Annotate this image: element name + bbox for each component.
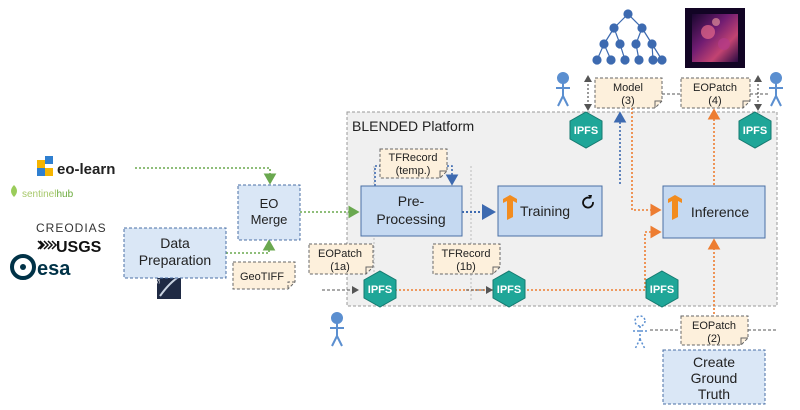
- ipfs-icon: IPFS: [569, 111, 603, 149]
- model-3-note: Model (3): [594, 77, 663, 109]
- svg-text:Data: Data: [160, 235, 190, 251]
- annotator-user-icon: [633, 315, 647, 350]
- preprocessing-node: Pre- Processing: [360, 185, 463, 237]
- svg-text:Model: Model: [613, 82, 643, 94]
- creodias-logo: CREODIAS: [36, 221, 107, 235]
- usgs-logo: USGS: [37, 239, 102, 256]
- svg-text:GeoTIFF: GeoTIFF: [240, 271, 284, 283]
- tfrecord-temp-note: TFRecord (temp.): [379, 148, 448, 179]
- svg-text:(3): (3): [621, 95, 634, 107]
- ipfs-icon: IPFS: [645, 270, 679, 308]
- svg-text:IPFS: IPFS: [368, 284, 392, 296]
- eopatch-1a-note: EOPatch (1a): [308, 243, 374, 275]
- neural-network-icon: [592, 9, 667, 65]
- arrow-model-to-inference: [631, 108, 662, 217]
- svg-text:EOPatch: EOPatch: [693, 82, 737, 94]
- arrow-eolearn-to-merge: [135, 167, 277, 185]
- platform-title: BLENDED Platform: [352, 118, 474, 134]
- eo-merge-node: EO Merge: [237, 184, 301, 241]
- geotiff-note: GeoTIFF: [232, 261, 296, 290]
- tensorflow-icon: [503, 195, 517, 220]
- data-preparation-node: Data Preparation: [123, 227, 227, 279]
- inference-node: Inference: [662, 185, 766, 239]
- svg-text:Preparation: Preparation: [139, 252, 211, 268]
- user-icon: [330, 312, 344, 347]
- svg-text:(4): (4): [708, 95, 721, 107]
- svg-text:IPFS: IPFS: [574, 125, 598, 137]
- eopatch-4-note: EOPatch (4): [680, 77, 751, 109]
- svg-text:CREODIAS: CREODIAS: [36, 221, 107, 235]
- training-node: Training: [497, 185, 603, 237]
- svg-text:Create: Create: [693, 354, 735, 370]
- user-icon: [556, 72, 570, 107]
- refresh-icon: [582, 195, 594, 209]
- arrow-tfrecord-temp-loop: [374, 165, 459, 186]
- svg-text:Training: Training: [520, 203, 570, 219]
- svg-text:Pre-: Pre-: [398, 193, 425, 209]
- svg-text:TFRecord: TFRecord: [389, 152, 438, 164]
- svg-text:EOPatch: EOPatch: [692, 320, 736, 332]
- svg-text:Merge: Merge: [251, 212, 288, 227]
- svg-text:EO: EO: [260, 196, 279, 211]
- svg-text:IPFS: IPFS: [497, 284, 521, 296]
- svg-text:esa: esa: [37, 258, 71, 280]
- svg-text:Processing: Processing: [376, 211, 445, 227]
- svg-text:USGS: USGS: [56, 239, 102, 256]
- eo-learn-logo: eo-learn: [37, 156, 115, 178]
- arrow-dataprep-to-merge: [226, 239, 276, 254]
- sentinel-hub-logo: sentinelhub: [11, 185, 74, 200]
- create-ground-truth-node: Create Ground Truth: [662, 349, 766, 405]
- svg-text:(2): (2): [707, 333, 720, 345]
- eopatch-2-note: EOPatch (2): [680, 315, 749, 346]
- svg-text:(1a): (1a): [330, 261, 350, 273]
- svg-text:(temp.): (temp.): [396, 165, 431, 177]
- user-icon: [769, 72, 783, 107]
- svg-text:Ground: Ground: [691, 370, 738, 386]
- svg-text:Inference: Inference: [691, 204, 750, 220]
- svg-text:TFRecord: TFRecord: [442, 248, 491, 260]
- svg-text:(1b): (1b): [456, 261, 476, 273]
- ipfs-icon: IPFS: [738, 111, 772, 149]
- prediction-heatmap-image: [685, 8, 745, 68]
- tensorflow-icon: [668, 195, 682, 220]
- svg-text:IPFS: IPFS: [650, 284, 674, 296]
- svg-text:EOPatch: EOPatch: [318, 248, 362, 260]
- ipfs-icon: IPFS: [363, 270, 397, 308]
- esa-logo: esa: [10, 254, 71, 280]
- svg-text:IPFS: IPFS: [743, 125, 767, 137]
- svg-text:eo-learn: eo-learn: [57, 161, 115, 178]
- tfrecord-1b-note: TFRecord (1b): [432, 243, 501, 275]
- svg-text:Truth: Truth: [698, 386, 730, 402]
- ipfs-icon: IPFS: [492, 270, 526, 308]
- svg-text:sentinelhub: sentinelhub: [22, 189, 74, 200]
